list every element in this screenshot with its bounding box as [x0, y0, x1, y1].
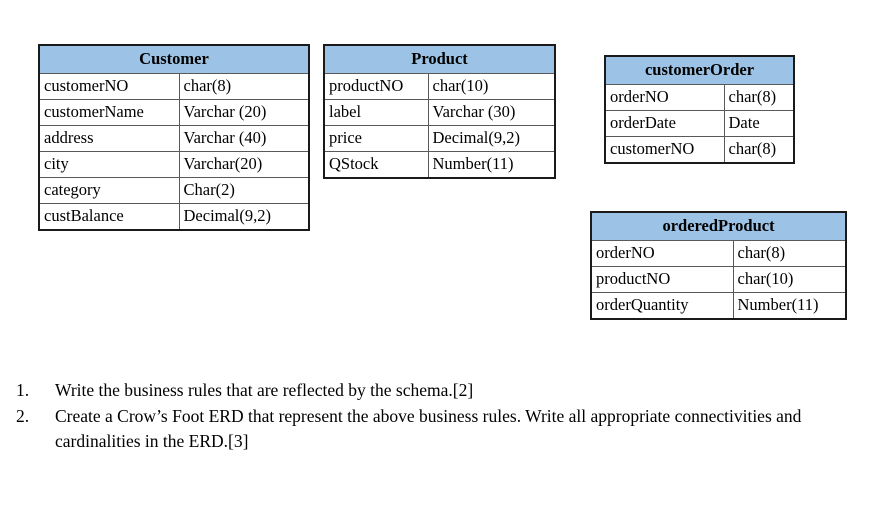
- table-header-row: customerOrder: [604, 55, 795, 85]
- attribute-datatype: Number(11): [427, 151, 556, 179]
- attribute-datatype: char(10): [732, 266, 847, 293]
- attribute-datatype: Varchar (40): [178, 125, 310, 152]
- attribute-datatype: char(8): [178, 73, 310, 100]
- question-marker: 2.: [16, 406, 30, 426]
- attribute-datatype: Decimal(9,2): [427, 125, 556, 152]
- attribute-datatype: Char(2): [178, 177, 310, 204]
- attribute-name: label: [323, 99, 429, 126]
- table-header-row: orderedProduct: [590, 211, 847, 241]
- attribute-name: orderQuantity: [590, 292, 734, 320]
- attribute-name: price: [323, 125, 429, 152]
- attribute-name: productNO: [323, 73, 429, 100]
- attribute-name: customerNO: [604, 136, 725, 164]
- question-marker: 1.: [16, 380, 30, 400]
- attribute-datatype: Varchar (20): [178, 99, 310, 126]
- schema-table-customerorder: customerOrder orderNO char(8) orderDate …: [604, 55, 796, 164]
- schema-table-customer: Customer customerNO char(8) customerName…: [38, 44, 310, 231]
- table-header-row: Customer: [38, 44, 310, 74]
- attribute-name: customerNO: [38, 73, 180, 100]
- table-header-row: Product: [323, 44, 556, 74]
- table-row: category Char(2): [38, 177, 310, 204]
- attribute-name: city: [38, 151, 180, 178]
- attribute-datatype: char(8): [723, 84, 795, 111]
- attribute-datatype: char(10): [427, 73, 556, 100]
- table-title-product: Product: [323, 44, 556, 74]
- attribute-datatype: Varchar(20): [178, 151, 310, 178]
- attribute-name: orderNO: [590, 240, 734, 267]
- schema-table-product: Product productNO char(10) label Varchar…: [323, 44, 556, 179]
- table-row: custBalance Decimal(9,2): [38, 203, 310, 231]
- table-row: orderNO char(8): [604, 84, 795, 111]
- attribute-datatype: char(8): [732, 240, 847, 267]
- attribute-name: orderDate: [604, 110, 725, 137]
- schema-table-orderedproduct: orderedProduct orderNO char(8) productNO…: [590, 211, 847, 320]
- attribute-name: address: [38, 125, 180, 152]
- table-row: label Varchar (30): [323, 99, 556, 126]
- table-row: customerNO char(8): [604, 136, 795, 164]
- attribute-name: custBalance: [38, 203, 180, 231]
- table-row: productNO char(10): [323, 73, 556, 100]
- attribute-datatype: Decimal(9,2): [178, 203, 310, 231]
- attribute-name: customerName: [38, 99, 180, 126]
- clipped-text-fragment: [0, 352, 893, 366]
- question-text: Write the business rules that are reflec…: [55, 380, 474, 400]
- table-title-customer: Customer: [38, 44, 310, 74]
- table-row: customerName Varchar (20): [38, 99, 310, 126]
- attribute-datatype: Number(11): [732, 292, 847, 320]
- table-title-customerorder: customerOrder: [604, 55, 795, 85]
- attribute-datatype: Varchar (30): [427, 99, 556, 126]
- attribute-name: orderNO: [604, 84, 725, 111]
- table-row: orderQuantity Number(11): [590, 292, 847, 320]
- question-item-2: 2. Create a Crow’s Foot ERD that represe…: [0, 404, 893, 454]
- table-row: customerNO char(8): [38, 73, 310, 100]
- table-title-orderedproduct: orderedProduct: [590, 211, 847, 241]
- question-text: Create a Crow’s Foot ERD that represent …: [55, 406, 802, 451]
- question-list: 1. Write the business rules that are ref…: [0, 378, 893, 455]
- table-row: address Varchar (40): [38, 125, 310, 152]
- table-row: price Decimal(9,2): [323, 125, 556, 152]
- question-item-1: 1. Write the business rules that are ref…: [0, 378, 893, 403]
- table-row: orderNO char(8): [590, 240, 847, 267]
- attribute-name: productNO: [590, 266, 734, 293]
- attribute-name: QStock: [323, 151, 429, 179]
- table-row: QStock Number(11): [323, 151, 556, 179]
- attribute-datatype: char(8): [723, 136, 795, 164]
- attribute-datatype: Date: [723, 110, 795, 137]
- table-row: productNO char(10): [590, 266, 847, 293]
- attribute-name: category: [38, 177, 180, 204]
- table-row: orderDate Date: [604, 110, 795, 137]
- table-row: city Varchar(20): [38, 151, 310, 178]
